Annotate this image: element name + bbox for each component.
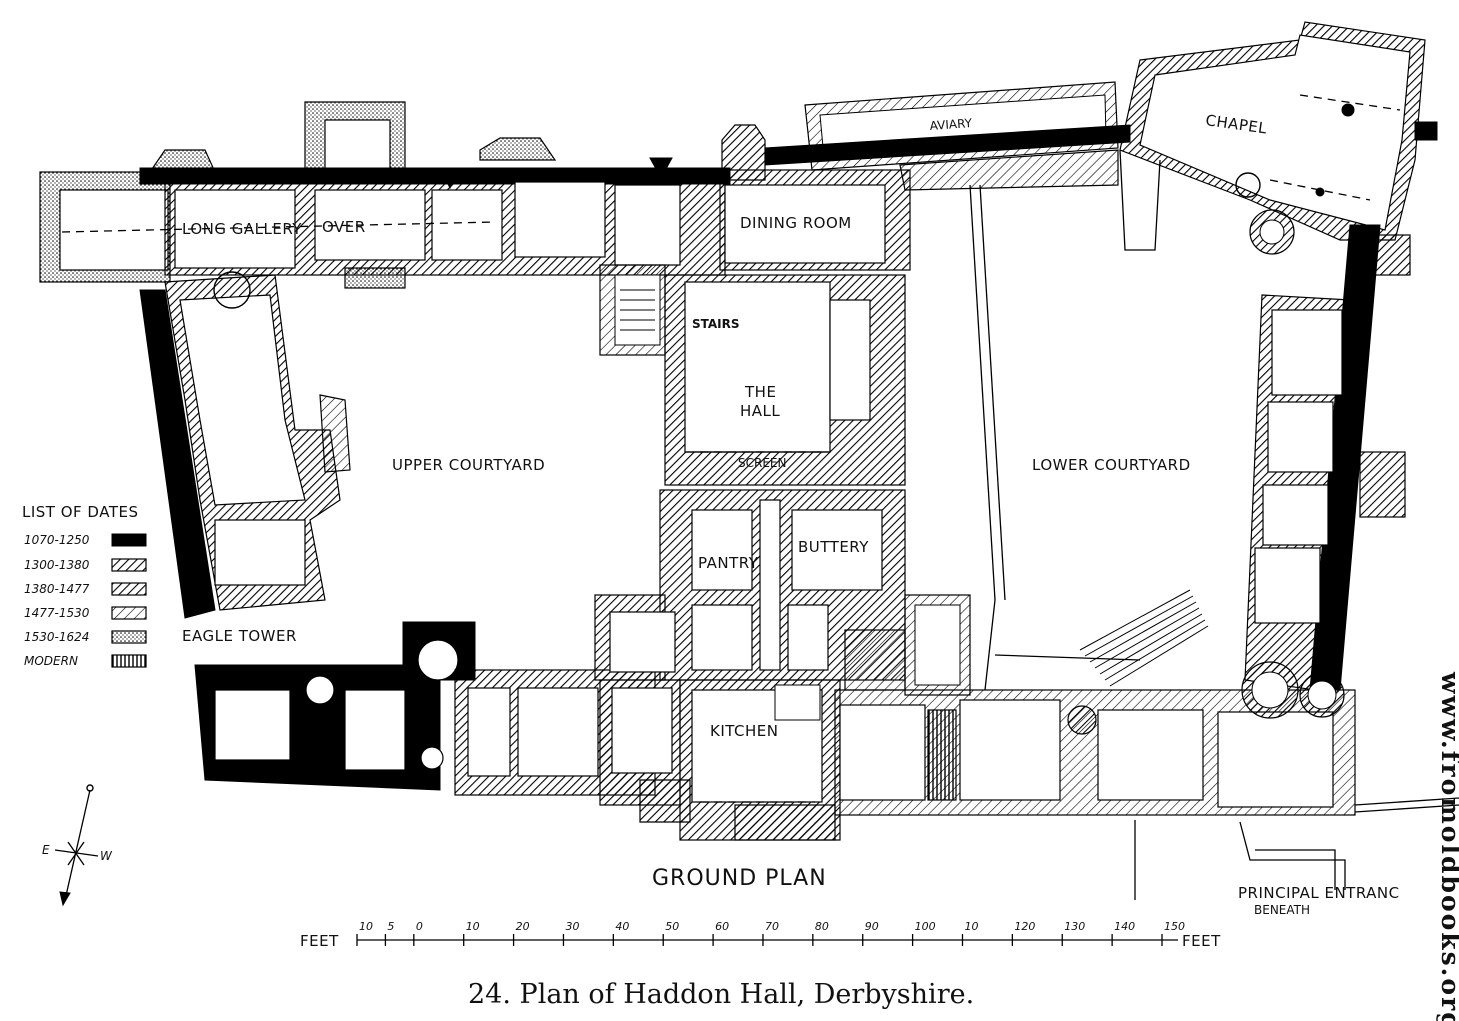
- label-over: OVER: [322, 218, 366, 236]
- chapel-block: [1119, 21, 1438, 255]
- scale-tick-label: 90: [865, 920, 879, 933]
- label-upper-courtyard: UPPER COURTYARD: [392, 456, 545, 474]
- compass-icon: E W: [42, 784, 113, 907]
- scale-tick-label: 0: [416, 920, 423, 933]
- legend-label-3: 1380-1477: [24, 582, 90, 596]
- scale-tick-label: 70: [765, 920, 779, 933]
- scale-tick-label: 10: [964, 920, 978, 933]
- label-screen: SCREEN: [738, 456, 786, 470]
- watermark: www.fromoldbooks.org: [1436, 671, 1459, 1021]
- scale-tick-label: 5: [387, 920, 394, 933]
- scale-tick-label: 10: [466, 920, 480, 933]
- room-labels: LONG GALLERY OVER AVIARY CHAPEL DINING R…: [182, 111, 1400, 917]
- label-beneath: BENEATH: [1254, 903, 1310, 917]
- legend-title: LIST OF DATES: [22, 503, 138, 521]
- scale-unit-right: FEET: [1182, 932, 1221, 950]
- scale-tick-label: 30: [565, 920, 579, 933]
- legend-swatch-5: [111, 630, 147, 644]
- scale-tick-label: 120: [1014, 920, 1035, 933]
- legend-label-1: 1070-1250: [24, 533, 90, 547]
- label-hall: HALL: [740, 402, 780, 420]
- label-dining-room: DINING ROOM: [740, 214, 852, 232]
- dates-legend: LIST OF DATES 1070-1250 1300-1380 1380-1…: [22, 503, 147, 668]
- scale-tick-label: 60: [715, 920, 729, 933]
- lower-courtyard-steps: [969, 184, 1346, 900]
- legend-swatch-1: [111, 533, 147, 547]
- legend-label-4: 1477-1530: [24, 606, 90, 620]
- label-long-gallery: LONG GALLERY: [182, 220, 302, 238]
- scale-tick-label: 140: [1114, 920, 1135, 933]
- compass-w: W: [100, 849, 113, 863]
- figure-caption: 24. Plan of Haddon Hall, Derbyshire.: [468, 979, 974, 1010]
- hall-block: [599, 124, 911, 486]
- east-south-range: [834, 594, 1459, 816]
- label-pantry: PANTRY: [698, 554, 759, 572]
- aviary-range: [764, 81, 1131, 191]
- label-kitchen: KITCHEN: [710, 722, 779, 740]
- scale-tick-label: 40: [615, 920, 629, 933]
- label-the: THE: [744, 383, 776, 401]
- west-wall: [139, 271, 351, 619]
- scale-tick-label: 150: [1164, 920, 1185, 933]
- legend-swatch-4: [111, 606, 147, 620]
- legend-swatch-6: [111, 654, 147, 668]
- long-gallery-range: [39, 101, 731, 289]
- label-lower-courtyard: LOWER COURTYARD: [1032, 456, 1191, 474]
- legend-label-6: MODERN: [24, 654, 78, 668]
- scale-tick-label: 80: [815, 920, 829, 933]
- label-principal-entrance: PRINCIPAL ENTRANC: [1238, 884, 1400, 902]
- scale-tick-label: 10: [359, 920, 373, 933]
- scale-tick-label: 50: [665, 920, 679, 933]
- compass-e: E: [42, 843, 50, 857]
- scale-tick-label: 100: [915, 920, 936, 933]
- label-buttery: BUTTERY: [798, 538, 869, 556]
- label-stairs: STAIRS: [692, 317, 740, 331]
- scale-tick-label: 130: [1064, 920, 1085, 933]
- legend-label-5: 1530-1624: [24, 630, 89, 644]
- legend-swatch-2: [111, 558, 147, 572]
- ground-plan-title: GROUND PLAN: [652, 866, 827, 891]
- label-eagle-tower: EAGLE TOWER: [182, 627, 297, 645]
- legend-label-2: 1300-1380: [24, 558, 90, 572]
- kitchen-block: [679, 679, 841, 841]
- scale-tick-label: 20: [516, 920, 530, 933]
- scale-unit-left: FEET: [300, 932, 339, 950]
- south-range: [194, 594, 691, 823]
- east-range: [1241, 224, 1411, 719]
- legend-swatch-3: [111, 582, 147, 596]
- label-aviary: AVIARY: [929, 116, 973, 133]
